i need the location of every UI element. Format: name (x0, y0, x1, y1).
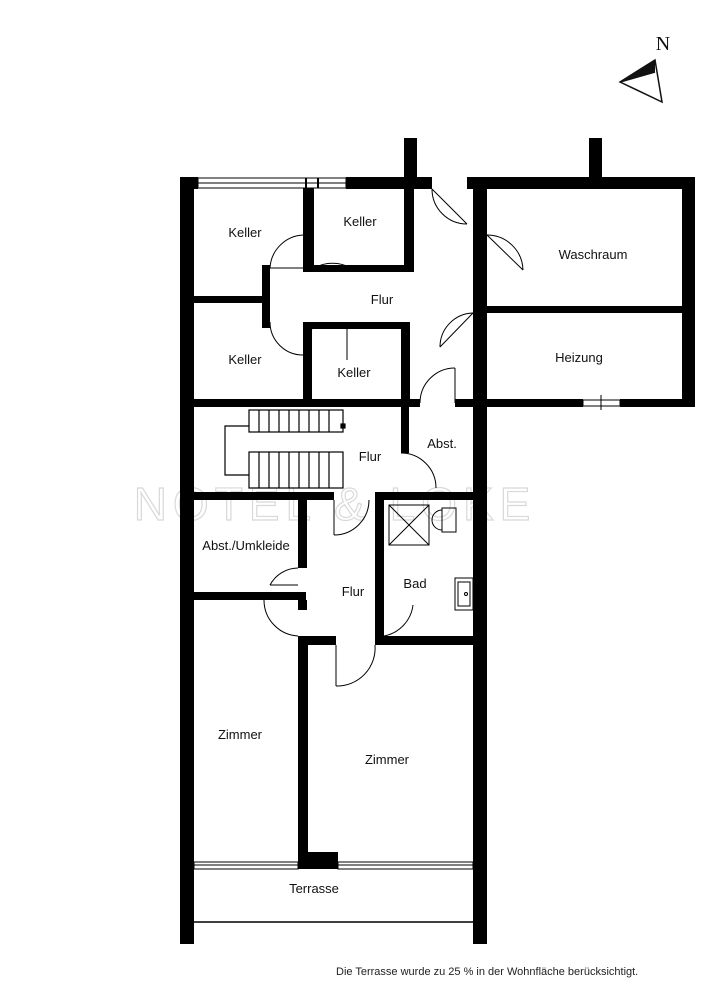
room-label-zimmer-right: Zimmer (365, 752, 410, 767)
walls (180, 138, 695, 944)
staircase (224, 409, 346, 489)
room-label-waschraum: Waschraum (559, 247, 628, 262)
room-label-zimmer-left: Zimmer (218, 727, 263, 742)
room-label-keller-1: Keller (228, 225, 262, 240)
north-arrow-icon (618, 58, 663, 104)
sink-icon (454, 577, 474, 611)
room-label-flur-middle: Flur (359, 449, 382, 464)
room-label-terrasse: Terrasse (289, 881, 339, 896)
room-label-abst: Abst. (427, 436, 457, 451)
room-label-abst-umkleide: Abst./Umkleide (202, 538, 289, 553)
toilet-icon (431, 507, 457, 533)
windows-top (197, 177, 347, 189)
room-label-keller-2: Keller (343, 214, 377, 229)
terrace-area (193, 861, 474, 923)
room-label-flur-upper: Flur (371, 292, 394, 307)
window-heizung (582, 395, 621, 410)
room-label-bad: Bad (403, 576, 426, 591)
room-label-heizung: Heizung (555, 350, 603, 365)
shower-tray (388, 504, 430, 546)
room-label-flur-lower: Flur (342, 584, 365, 599)
room-label-keller-3: Keller (228, 352, 262, 367)
north-compass: N (618, 33, 670, 104)
room-label-keller-4: Keller (337, 365, 371, 380)
terrace-footnote: Die Terrasse wurde zu 25 % in der Wohnfl… (336, 966, 639, 978)
watermark: NOTEL & LOKE (134, 478, 537, 530)
compass-north-label: N (656, 33, 670, 55)
door-swings (263, 188, 524, 687)
bath-fixtures (388, 504, 474, 611)
